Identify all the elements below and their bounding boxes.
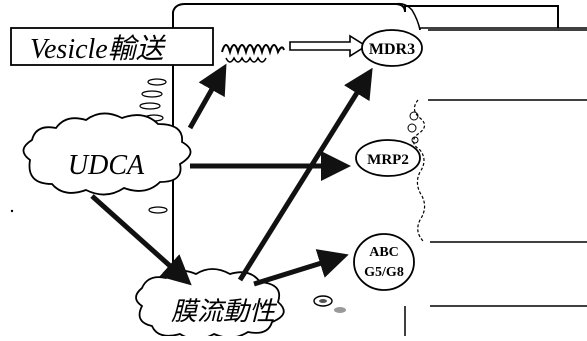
arrows — [90, 63, 373, 287]
abcg5g8-label-line2: G5/G8 — [364, 265, 404, 280]
canalicular-membrane — [412, 99, 426, 243]
arrow-membrane-to-abcg5g8 — [253, 249, 349, 287]
mdr3-transporter — [361, 29, 423, 67]
canaliculus-lumen-lower — [430, 241, 587, 307]
vesicle-open-arrow — [289, 34, 368, 58]
mdr3-label: MDR3 — [369, 41, 415, 58]
stray-dot — [10, 209, 14, 213]
abcg5g8-transporter — [353, 233, 415, 291]
mrp2-label: MRP2 — [367, 152, 409, 168]
mrp2-transporter — [355, 139, 421, 177]
abcg5g8-label-line1: ABC — [369, 245, 399, 260]
golgi-membrane-lower — [225, 56, 267, 63]
udca-label: UDCA — [68, 150, 145, 181]
canaliculus-outline-top — [419, 27, 587, 30]
vesicle-label-box — [10, 27, 214, 66]
membrane-droplets — [407, 111, 419, 144]
membrane-fluidity-label: 膜流動性 — [171, 297, 278, 326]
arrow-membrane-to-mdr3 — [237, 67, 373, 282]
golgi-membrane — [221, 44, 285, 56]
canaliculus-lumen-upper — [428, 29, 587, 101]
membrane-blobs — [313, 295, 346, 313]
arrow-udca-to-membrane — [90, 194, 192, 286]
vesicle-transport-label: Vesicle輸送 — [30, 34, 167, 65]
vesicle-stack — [139, 78, 168, 214]
udca-cloud — [22, 112, 192, 196]
arrow-udca-to-vesicle — [187, 63, 227, 130]
hepatocyte-outline-right — [394, 2, 421, 31]
